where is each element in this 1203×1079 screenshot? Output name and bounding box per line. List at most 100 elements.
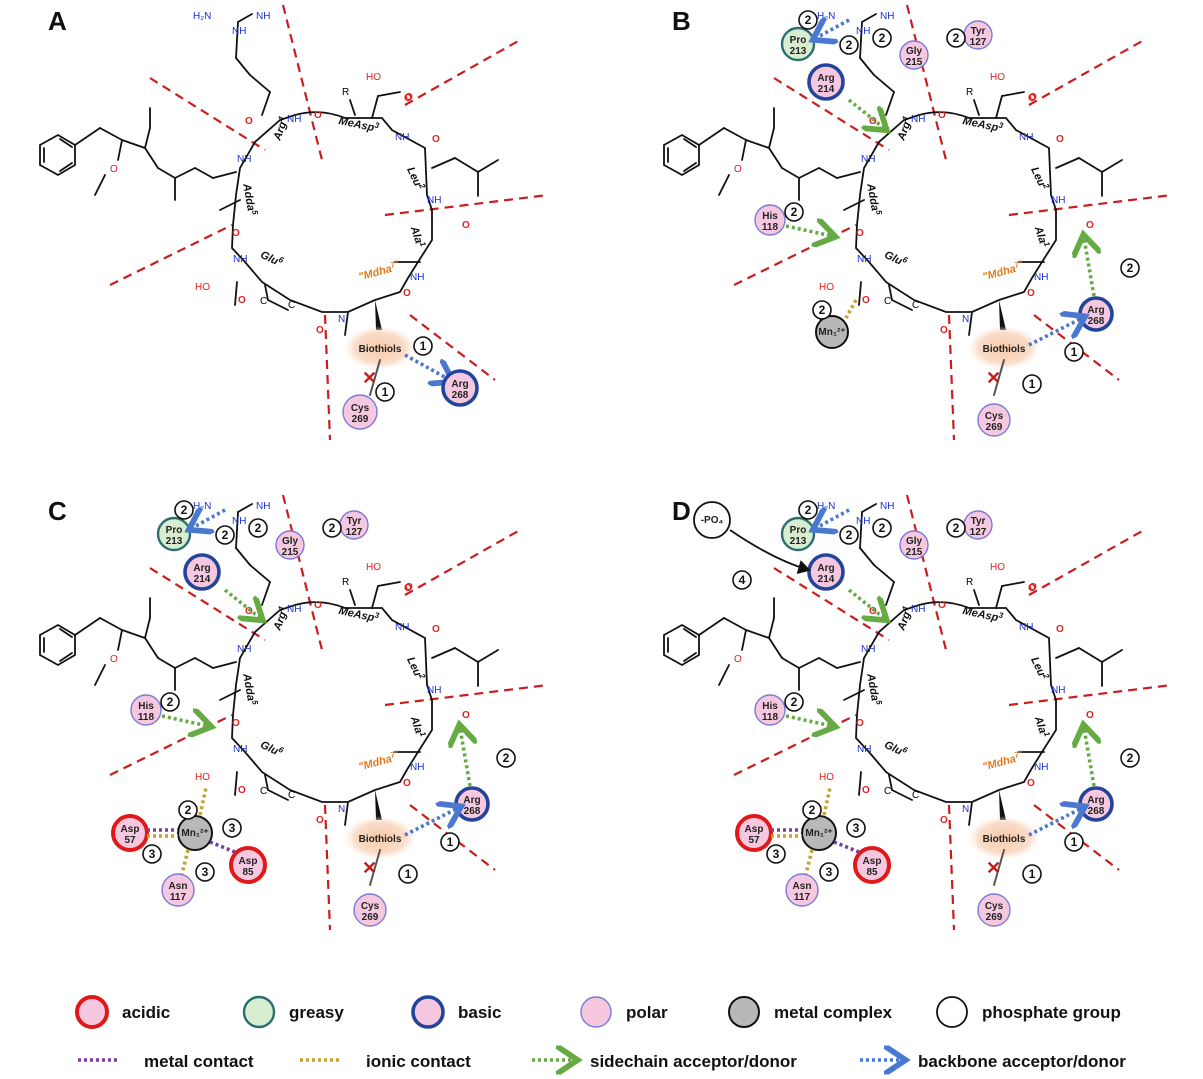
biothiols-blob xyxy=(968,326,1040,370)
amide-nh: NH xyxy=(287,604,301,615)
pro213-number: 213 xyxy=(166,536,183,547)
asp85-circle xyxy=(853,846,891,884)
aromatic-bond xyxy=(59,162,73,172)
segment-cut-line xyxy=(149,77,266,151)
bond xyxy=(371,95,379,119)
pro213-number: 213 xyxy=(790,46,807,57)
macrocycle-backbone xyxy=(855,111,1057,313)
count-mn: 2 xyxy=(802,800,822,820)
count-arg268-sidechain: 2 xyxy=(1120,258,1140,278)
arg268-backbone-contact xyxy=(1028,318,1082,347)
residue-label: MeAsp3 xyxy=(962,603,1005,626)
bond xyxy=(144,617,151,639)
bond xyxy=(74,617,101,636)
mdha-hashed-wedge xyxy=(999,790,1006,820)
bond xyxy=(249,564,271,583)
bond xyxy=(157,657,176,669)
arg214-label: Arg xyxy=(817,563,834,574)
residue-name: Adda5 xyxy=(240,671,260,707)
segment-cut-line xyxy=(733,714,857,776)
asp85-metal-contact xyxy=(209,840,236,854)
bond xyxy=(261,91,271,116)
carbonyl-oxygen: O xyxy=(405,92,413,103)
bond xyxy=(768,127,775,149)
count-cys269: 1 xyxy=(375,382,395,402)
segment-cut-line xyxy=(404,39,521,106)
bond xyxy=(174,167,196,179)
bond xyxy=(858,771,862,796)
asp85-circle xyxy=(229,846,267,884)
measp3-carbonyl: O xyxy=(1028,93,1036,104)
biothiols-label: Biothiols xyxy=(359,834,402,845)
residue-label: Glu6 xyxy=(882,247,909,270)
cys269-circle xyxy=(353,893,387,927)
glu6-c1: C xyxy=(260,786,267,797)
biothiol-cys-bond xyxy=(369,849,381,886)
count-arg214: 2 xyxy=(215,525,235,545)
adda-methoxy-o: O xyxy=(110,164,118,175)
count-gly215: 2 xyxy=(872,518,892,538)
bond xyxy=(454,647,479,663)
residue-label: "Mdha7" xyxy=(357,748,402,773)
bond xyxy=(818,657,838,669)
bond xyxy=(768,147,783,169)
bond xyxy=(349,589,356,606)
count-his118: 2 xyxy=(160,692,180,712)
segment-cut-line xyxy=(149,567,266,641)
segment-cut-line xyxy=(323,804,332,931)
amide-nh: NH xyxy=(395,622,409,633)
count-circle xyxy=(946,28,966,48)
bond xyxy=(995,95,1003,119)
aromatic-bond xyxy=(59,138,73,148)
carbonyl-oxygen: O xyxy=(314,110,322,121)
bond xyxy=(477,649,499,663)
count-arg214: 2 xyxy=(839,525,859,545)
count-circle xyxy=(798,10,818,30)
biothiols-blob xyxy=(968,816,1040,860)
bond xyxy=(194,657,214,669)
tyr127-label: Tyr xyxy=(971,26,986,37)
arg214-label: Arg xyxy=(193,563,210,574)
count-tyr127: 2 xyxy=(946,518,966,538)
glu6-hydroxyl: HO xyxy=(819,772,834,783)
count-circle xyxy=(222,818,242,838)
count-asp85: 3 xyxy=(846,818,866,838)
cys269-label: Cys xyxy=(985,411,1004,422)
mn-label: Mn₁²⁺ xyxy=(181,828,208,839)
mdha-n: N xyxy=(338,314,345,325)
bond xyxy=(1078,647,1103,663)
biothiols-group: Biothiols xyxy=(344,326,416,370)
legend-item-backbone: backbone acceptor/donor xyxy=(860,1052,1126,1071)
mdha-n: N xyxy=(962,804,969,815)
count-text: 4 xyxy=(739,573,746,587)
residue-superscript: 1 xyxy=(418,240,428,248)
measp3-hydroxyl: HO xyxy=(366,562,381,573)
count-asn117: 3 xyxy=(819,862,839,882)
cys269-number: 269 xyxy=(362,912,379,923)
arg268-sidechain-contact xyxy=(1084,728,1094,787)
count-circle xyxy=(248,518,268,538)
glu6-c1: C xyxy=(260,296,267,307)
asp85-number: 85 xyxy=(242,867,254,878)
arg268-number: 268 xyxy=(1088,316,1105,327)
bond xyxy=(843,199,865,211)
bond xyxy=(860,21,863,41)
residue-name: MeAsp3 xyxy=(962,113,1005,136)
amide-nh: NH xyxy=(1034,762,1048,773)
glu6-c1: C xyxy=(884,786,891,797)
his118-number: 118 xyxy=(762,222,779,233)
carbonyl-oxygen: O xyxy=(1056,134,1064,145)
bond xyxy=(344,311,349,336)
count-text: 3 xyxy=(229,821,236,835)
amide-nh: NH xyxy=(427,685,441,696)
residue-label: Adda5 xyxy=(864,181,884,217)
cys269-number: 269 xyxy=(986,912,1003,923)
count-circle xyxy=(375,382,395,402)
biothiols-group: Biothiols xyxy=(968,326,1040,370)
